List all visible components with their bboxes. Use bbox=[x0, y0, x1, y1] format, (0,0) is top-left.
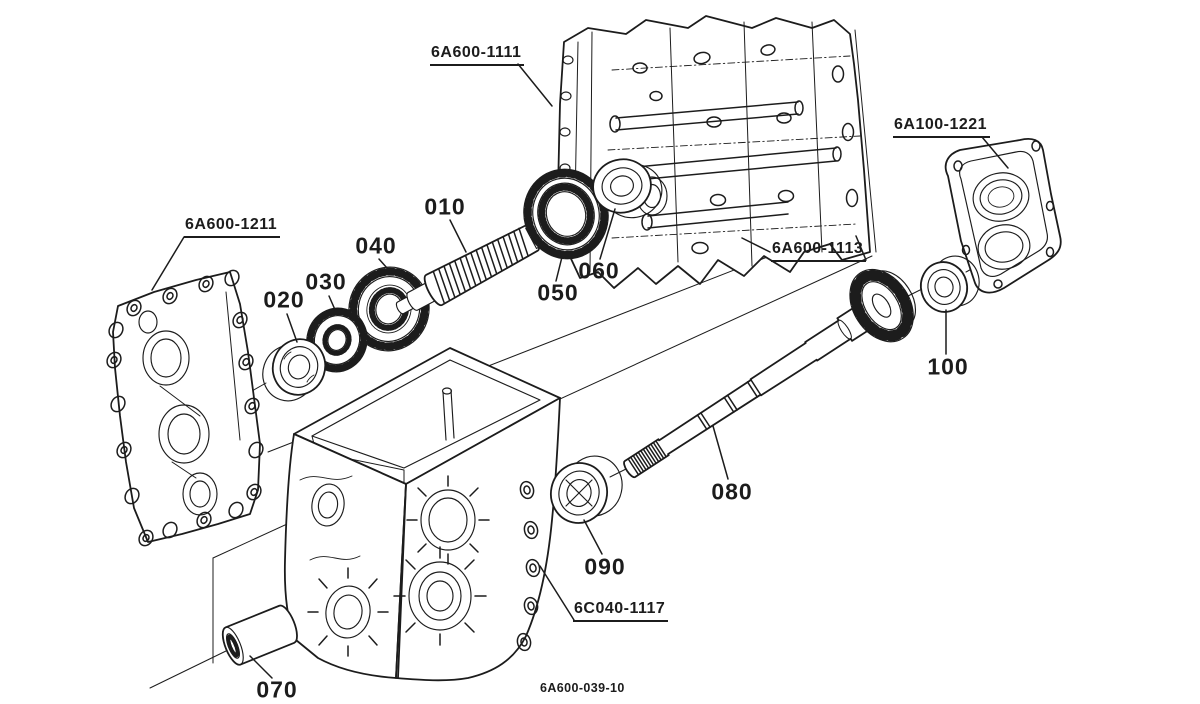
transmission-case-top-drawing bbox=[557, 15, 871, 289]
pinion-shaft-080-drawing bbox=[623, 268, 917, 479]
callout-080: 080 bbox=[711, 478, 753, 505]
gear-case-bottom-drawing bbox=[283, 347, 561, 682]
callout-040: 040 bbox=[355, 232, 397, 259]
leader-lines bbox=[151, 63, 1009, 679]
bearing-100-drawing bbox=[919, 255, 980, 313]
part-label-top-case: 6A600-1111 bbox=[430, 45, 525, 66]
callout-020: 020 bbox=[263, 286, 305, 313]
drawing-number: 6A600-039-10 bbox=[540, 681, 625, 695]
callout-100: 100 bbox=[927, 353, 969, 380]
end-cover-right-drawing bbox=[944, 137, 1062, 294]
side-plate-left-drawing bbox=[106, 269, 264, 547]
bearing-020-drawing bbox=[262, 338, 327, 402]
bearing-060-drawing bbox=[592, 158, 663, 219]
callout-030: 030 bbox=[305, 268, 347, 295]
part-label-left-plate: 6A600-1211 bbox=[184, 217, 281, 238]
gear-040-drawing bbox=[348, 266, 430, 352]
splined-gear-050-drawing bbox=[523, 168, 609, 260]
callout-060: 060 bbox=[578, 257, 620, 284]
bushing-070-drawing bbox=[221, 604, 298, 666]
part-label-right-cover: 6A100-1221 bbox=[893, 117, 991, 138]
callout-090: 090 bbox=[584, 553, 626, 580]
part-label-top-case-alt: 6A600-1113 bbox=[771, 241, 867, 262]
callout-050: 050 bbox=[537, 279, 579, 306]
callout-070: 070 bbox=[256, 676, 298, 703]
part-label-bottom-case: 6C040-1117 bbox=[573, 601, 669, 622]
callout-010: 010 bbox=[424, 193, 466, 220]
bearing-090-drawing bbox=[550, 455, 623, 524]
